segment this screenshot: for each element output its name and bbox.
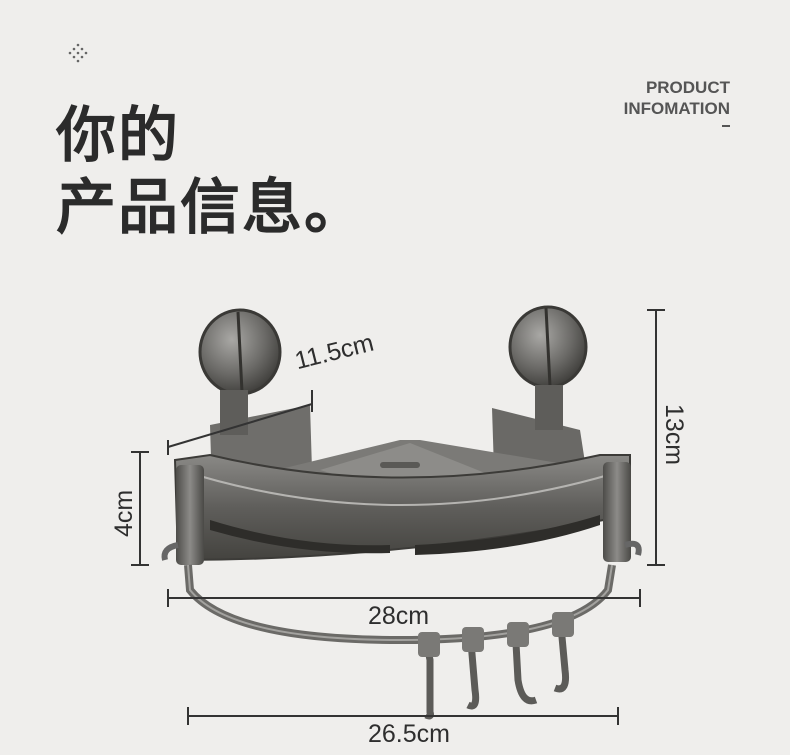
english-line-1: PRODUCT — [645, 78, 730, 97]
hook-icon — [421, 614, 569, 720]
shower-caddy-drawing — [131, 305, 665, 725]
suction-cup-icon — [508, 305, 588, 430]
english-subtitle: PRODUCT INFOMATION — [624, 77, 730, 127]
width-bottom-label: 26.5cm — [368, 720, 450, 748]
subtitle-dash — [722, 125, 730, 127]
english-line-2: INFOMATION — [623, 99, 730, 118]
width-top-label: 28cm — [368, 602, 430, 630]
suction-cup-icon — [198, 308, 282, 435]
title-line-2: 产品信息。 — [56, 173, 366, 243]
product-illustration — [0, 290, 790, 751]
dot-grid-icon — [68, 43, 88, 63]
height-total-label: 13cm — [660, 404, 688, 466]
title-line-1: 你的 — [56, 101, 180, 171]
page-title: 你的 产品信息。 — [56, 100, 366, 244]
height-basket-label: 4cm — [110, 489, 138, 537]
